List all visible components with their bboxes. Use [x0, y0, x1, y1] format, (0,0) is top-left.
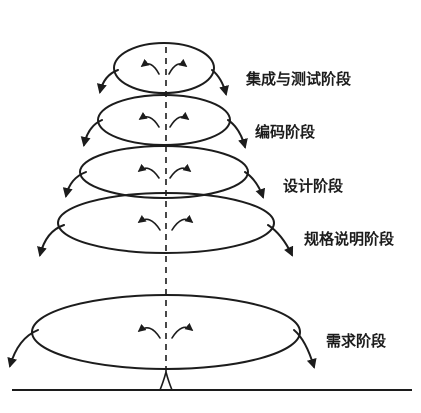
stage-specification: 规格说明阶段: [37, 192, 394, 257]
inner-fountain-left: [137, 215, 161, 231]
inner-fountain-right: [169, 163, 192, 179]
stage-integration: 集成与测试阶段: [96, 42, 351, 96]
stage-label: 集成与测试阶段: [245, 70, 351, 88]
outer-flow-right: [211, 69, 229, 96]
base-fork: [159, 371, 173, 391]
stage-coding: 编码阶段: [80, 94, 315, 149]
stage-label: 需求阶段: [326, 332, 386, 350]
inner-fountain-right: [171, 322, 194, 339]
stage-ellipse: [113, 42, 215, 94]
outer-flow-right: [293, 329, 317, 369]
stage-requirements: 需求阶段: [7, 294, 386, 370]
stage-ellipse: [57, 192, 275, 254]
stage-ellipse: [97, 94, 231, 146]
stage-label: 规格说明阶段: [304, 230, 394, 248]
stage-label: 设计阶段: [283, 177, 343, 195]
inner-fountain-right: [171, 214, 194, 231]
outer-flow-left: [37, 224, 65, 257]
outer-flow-left: [7, 329, 39, 368]
inner-fountain-left: [138, 112, 160, 128]
inner-fountain-left: [140, 58, 160, 75]
stage-ellipse: [79, 145, 249, 199]
outer-flow-right: [267, 224, 294, 257]
outer-flow-left: [96, 69, 119, 94]
outer-flow-right: [244, 171, 266, 199]
stage-design: 设计阶段: [62, 145, 343, 199]
outer-flow-right: [227, 119, 248, 149]
inner-fountain-left: [137, 323, 161, 339]
outer-flow-left: [80, 119, 103, 147]
outer-flow-left: [62, 171, 87, 198]
inner-fountain-right: [168, 58, 188, 75]
inner-fountain-right: [169, 111, 190, 128]
stage-label: 编码阶段: [255, 123, 315, 141]
inner-fountain-left: [137, 163, 160, 179]
